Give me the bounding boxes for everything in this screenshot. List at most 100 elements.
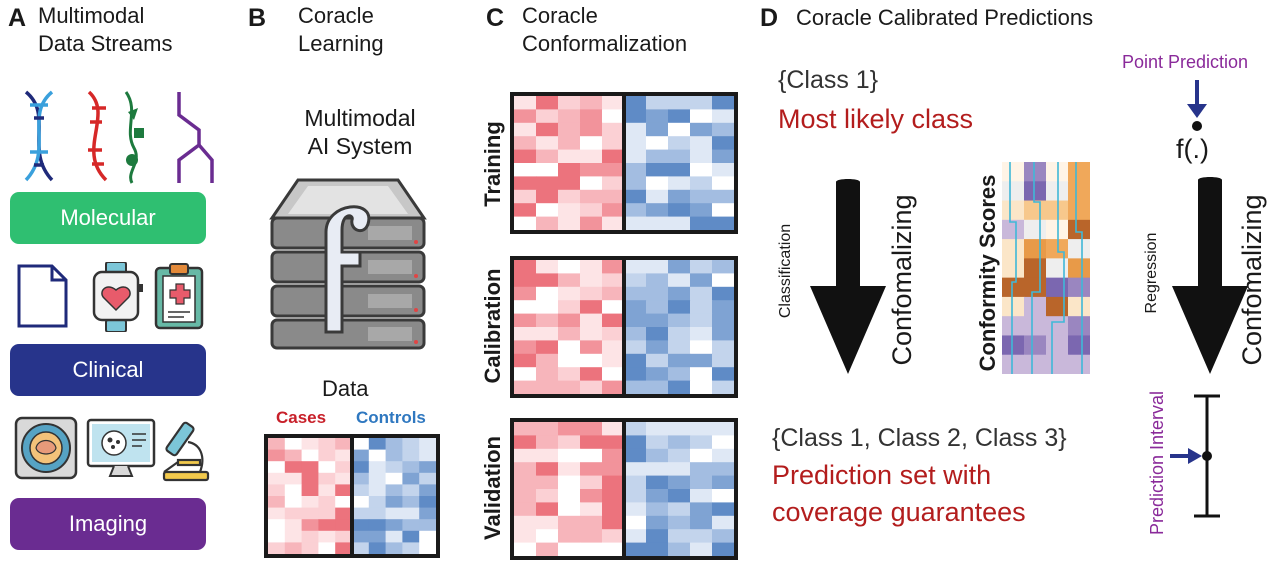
heatmap-cell [284, 461, 303, 474]
heatmap-cell [712, 203, 734, 218]
heatmap-cell [624, 122, 647, 137]
heatmap-cell [602, 286, 625, 301]
conformity-scores-label: Conformity Scores [975, 174, 1000, 372]
heatmap-cell [580, 216, 603, 230]
heatmap-cell [301, 484, 319, 497]
heatmap-cell [536, 109, 559, 124]
heatmap-cell [580, 189, 603, 204]
heatmap-cell [419, 519, 436, 532]
conformity-cell [1002, 239, 1025, 259]
f-label: f(.) [1176, 134, 1209, 164]
heatmap-cell [712, 300, 734, 315]
heatmap-cell [558, 529, 581, 544]
prediction-interval-icon [1170, 394, 1220, 518]
heatmap-cell [536, 176, 559, 191]
conformity-cell [1024, 354, 1047, 374]
heatmap-cell [624, 189, 647, 204]
heatmap-cell [536, 462, 559, 477]
medical-clipboard-icon [154, 263, 204, 330]
heatmap-cell [385, 542, 403, 554]
heatmap-cell [419, 542, 436, 554]
heatmap-cell [536, 502, 559, 517]
heatmap-cell [624, 448, 647, 463]
heatmap-cell [368, 461, 387, 474]
heatmap-cell [558, 189, 581, 204]
heatmap-cell [514, 300, 537, 315]
conformity-cell [1024, 258, 1047, 279]
training-label: Training [480, 121, 505, 207]
heatmap-cell [624, 300, 647, 315]
heatmap-cell [558, 273, 581, 288]
heatmap-cell [558, 542, 581, 556]
heatmap-cell [602, 216, 625, 230]
molecular-pill: Molecular [10, 192, 206, 244]
heatmap-cell [536, 260, 559, 274]
heatmap-cell [690, 462, 713, 477]
heatmap-cell [284, 530, 303, 543]
conformity-cell [1002, 258, 1025, 279]
heatmap-cell [668, 286, 691, 301]
heatmap-cell [646, 189, 669, 204]
heatmap-cell [668, 502, 691, 517]
heatmap-cell [690, 502, 713, 517]
heatmap-cell [558, 353, 581, 368]
clinical-icons [17, 262, 204, 332]
heatmap-cell [536, 489, 559, 503]
heatmap-cell [335, 530, 353, 543]
heatmap-cell [690, 216, 713, 230]
heatmap-cell [368, 472, 387, 485]
heatmap-cell [712, 136, 734, 151]
conformity-cell [1024, 200, 1047, 221]
heatmap-cell [712, 327, 734, 341]
heatmap-cell [558, 475, 581, 490]
panel-c-title-line1: Coracle [522, 3, 598, 28]
heatmap-cell [385, 519, 403, 532]
conformity-cell [1002, 277, 1025, 298]
heatmap-cell [301, 530, 319, 543]
heatmap-cell [558, 462, 581, 477]
heatmap-cell [335, 507, 353, 520]
heatmap-cell [402, 542, 420, 554]
heatmap-cell [402, 438, 420, 451]
heatmap-cell [385, 507, 403, 520]
heatmap-cell [318, 484, 336, 497]
panel-d-title: Coracle Calibrated Predictions [796, 5, 1094, 30]
heatmap-cell [301, 461, 319, 474]
heatmap-cell [284, 542, 303, 554]
heatmap-cell [318, 438, 336, 451]
panel-b-letter: B [248, 4, 267, 32]
heatmap-cell [301, 438, 319, 451]
heatmap-cell [335, 438, 353, 451]
heatmap-cell [558, 489, 581, 503]
panel-a-title-line2: Data Streams [38, 31, 173, 56]
heatmap-cell [624, 313, 647, 328]
conformity-cell [1068, 181, 1090, 202]
heatmap-cell [624, 136, 647, 151]
regression-label: Regression [1143, 232, 1160, 314]
heatmap-cell [646, 502, 669, 517]
heatmap-cell [602, 176, 625, 191]
heatmap-cell [646, 96, 669, 110]
heatmap-cell [690, 529, 713, 544]
panel-d-letter: D [760, 4, 779, 32]
heatmap-cell [712, 189, 734, 204]
heatmap-cell [580, 529, 603, 544]
conformalizing-left-label: Confomalizing [887, 194, 917, 366]
heatmap-cell [668, 462, 691, 477]
heatmap-cell [268, 461, 286, 474]
conformity-cell [1002, 296, 1025, 317]
heatmap-cell [646, 489, 669, 503]
heatmap-cell [301, 472, 319, 485]
conformity-cell [1024, 277, 1047, 298]
heatmap-cell [352, 519, 370, 532]
heatmap-cell [514, 327, 537, 341]
heatmap-cell [712, 462, 734, 477]
conformity-cell [1002, 181, 1025, 202]
heatmap-cell [668, 136, 691, 151]
heatmap-cell [602, 448, 625, 463]
heatmap-cell [385, 438, 403, 451]
heatmap-cell [646, 260, 669, 274]
heatmap-cell [712, 122, 734, 137]
heatmap-cell [690, 273, 713, 288]
conformity-cell [1024, 219, 1047, 240]
